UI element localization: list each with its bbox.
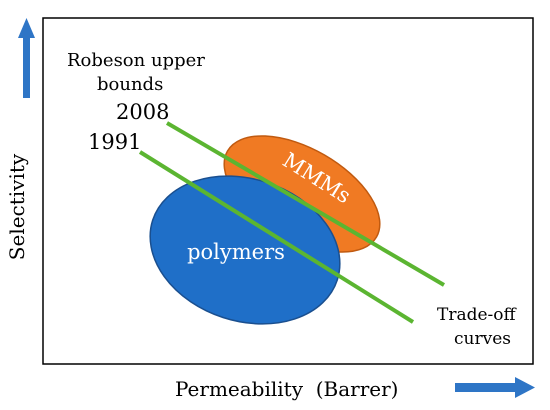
plot-frame xyxy=(42,17,534,365)
year-2008-label: 2008 xyxy=(116,100,169,124)
y-axis-label: Selectivity xyxy=(5,153,29,260)
year-1991-label: 1991 xyxy=(88,130,141,154)
x-axis-label: Permeability (Barrer) xyxy=(175,377,398,401)
upper-bounds-label-line1: Robeson upper xyxy=(67,50,205,71)
permeability-arrow-icon xyxy=(455,377,535,398)
upper-bounds-label-line2: bounds xyxy=(97,74,163,95)
upper-bound-1991-line xyxy=(138,150,415,324)
polymers-label: polymers xyxy=(187,240,285,264)
tradeoff-label-line2: curves xyxy=(454,329,511,349)
tradeoff-label-line1: Trade-off xyxy=(437,305,518,325)
upper-bound-2008-line xyxy=(165,121,446,287)
selectivity-arrow-icon xyxy=(18,18,35,98)
